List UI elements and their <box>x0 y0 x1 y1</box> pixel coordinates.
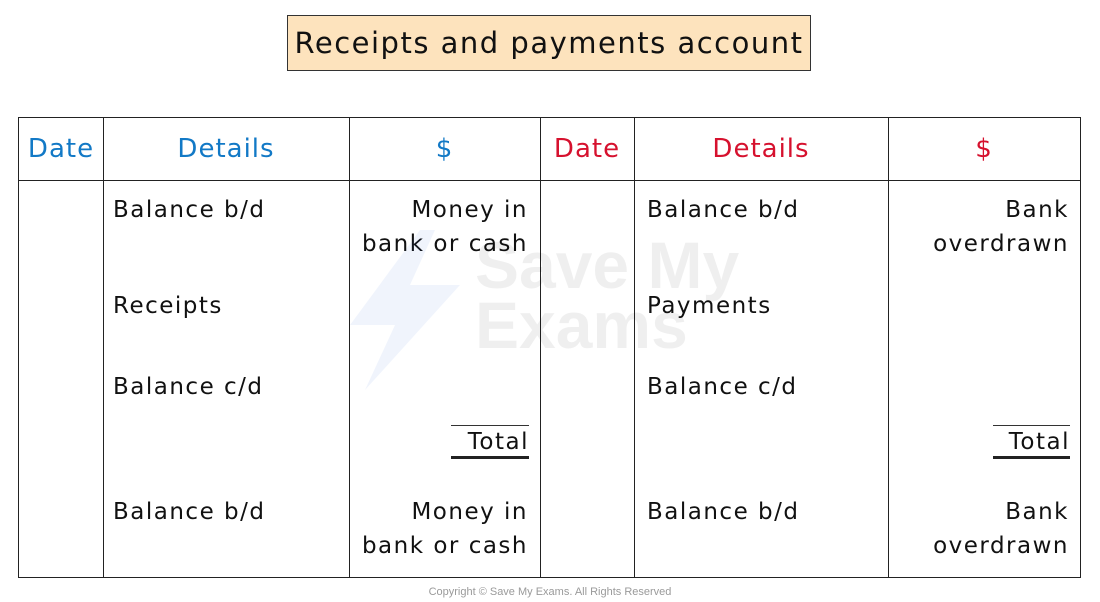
credit-amount-header: $ <box>975 134 993 164</box>
amount-line: bank or cash <box>361 231 528 257</box>
debit-date-header: Date <box>27 134 95 164</box>
credit-detail-balance-bd-2: Balance b/d <box>647 499 800 525</box>
debit-detail-receipts: Receipts <box>113 293 223 319</box>
credit-detail-payments: Payments <box>647 293 772 319</box>
debit-detail-balance-bd-2: Balance b/d <box>113 499 266 525</box>
column-divider <box>540 118 541 577</box>
column-divider <box>103 118 104 577</box>
debit-amount-closing: Money in bank or cash <box>348 495 528 563</box>
ledger-table: Date Details $ Date Details $ Balance b/… <box>18 117 1081 578</box>
column-divider <box>888 118 889 577</box>
amount-line: Bank <box>1005 197 1069 223</box>
credit-amount-closing: Bank overdrawn <box>889 495 1069 563</box>
amount-line: Bank <box>1005 499 1069 525</box>
amount-line: Money in <box>411 197 528 223</box>
amount-line: bank or cash <box>361 533 528 559</box>
header-divider <box>19 180 1080 181</box>
amount-line: Money in <box>411 499 528 525</box>
debit-amount-opening: Money in bank or cash <box>348 193 528 261</box>
debit-details-header: Details <box>177 134 275 164</box>
amount-line: overdrawn <box>933 231 1069 257</box>
diagram-title: Receipts and payments account <box>287 15 811 71</box>
debit-detail-balance-cd: Balance c/d <box>113 374 264 400</box>
credit-total: Total <box>993 425 1070 459</box>
debit-amount-header: $ <box>435 134 454 164</box>
credit-detail-balance-bd: Balance b/d <box>647 197 800 223</box>
amount-line: overdrawn <box>933 533 1069 559</box>
debit-detail-balance-bd: Balance b/d <box>113 197 266 223</box>
credit-date-header: Date <box>553 134 621 164</box>
credit-details-header: Details <box>712 134 810 164</box>
credit-amount-opening: Bank overdrawn <box>889 193 1069 261</box>
debit-total: Total <box>451 425 529 459</box>
copyright-notice: Copyright © Save My Exams. All Rights Re… <box>428 586 672 598</box>
column-divider <box>349 118 350 577</box>
credit-detail-balance-cd: Balance c/d <box>647 374 798 400</box>
column-divider <box>634 118 635 577</box>
